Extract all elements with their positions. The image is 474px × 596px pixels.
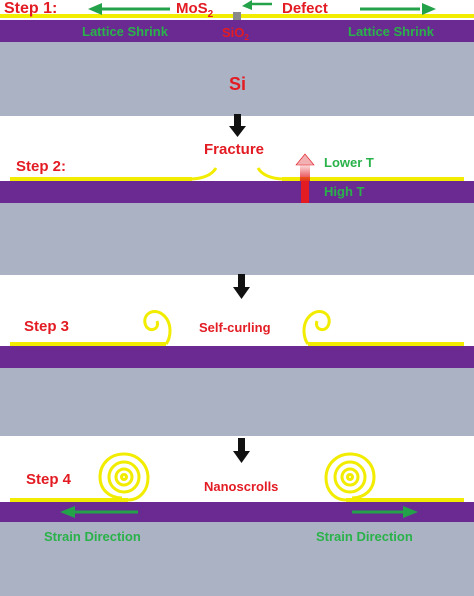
sio2-layer <box>0 181 474 203</box>
self-curling-label: Self-curling <box>199 320 271 335</box>
si-substrate <box>0 203 474 275</box>
step1-label: Step 1: <box>4 0 57 17</box>
down-arrow-1 <box>229 114 246 137</box>
fractured-edge-left <box>191 167 218 181</box>
heat-arrow-shaft <box>300 164 310 181</box>
mos2-layer-right <box>282 177 464 181</box>
nanoscroll-right <box>324 452 376 502</box>
heat-arrow-icon <box>295 153 315 166</box>
mos2-layer-left <box>10 177 192 181</box>
fractured-edge-right <box>256 167 283 181</box>
panel-step4: Step 4 Nanoscrolls Strain Direction Stra… <box>0 452 474 596</box>
panel-step3: Step 3 Self-curling <box>0 310 474 436</box>
nanoscroll-left <box>98 452 150 502</box>
high-t-label: High T <box>324 184 364 199</box>
curl-left <box>143 310 172 345</box>
fracture-label: Fracture <box>204 141 264 158</box>
sio2-layer <box>0 502 474 522</box>
lattice-shrink-right: Lattice Shrink <box>348 24 435 39</box>
nanoscrolls-label: Nanoscrolls <box>204 479 278 494</box>
strain-direction-right: Strain Direction <box>316 529 413 544</box>
defect-arrow-icon <box>242 0 252 10</box>
strain-direction-left: Strain Direction <box>44 529 141 544</box>
sio2-layer <box>0 20 474 42</box>
down-arrow-2 <box>233 274 250 299</box>
arrow-right-icon <box>422 3 436 15</box>
lattice-shrink-left: Lattice Shrink <box>82 24 169 39</box>
mos2-layer-left <box>0 14 234 18</box>
curl-right <box>302 310 331 345</box>
defect-label: Defect <box>282 0 328 17</box>
step3-label: Step 3 <box>24 318 69 335</box>
step4-label: Step 4 <box>26 471 72 488</box>
strain-arrow-left-icon <box>60 506 75 518</box>
mos2-layer-left <box>10 342 166 346</box>
lower-t-label: Lower T <box>324 155 374 170</box>
step2-label: Step 2: <box>16 158 66 175</box>
si-label: Si <box>229 74 246 94</box>
strain-arrow-right-icon <box>403 506 418 518</box>
panel-step1: Step 1: MoS2 Defect Lattice Shrink SiO2 … <box>0 0 474 116</box>
si-substrate <box>0 42 474 116</box>
si-substrate <box>0 368 474 436</box>
mos2-layer-left <box>10 498 128 502</box>
mos2-layer-right <box>308 342 464 346</box>
panel-step2: Fracture Step 2: Lower T High T <box>0 141 474 275</box>
arrow-left-icon <box>88 3 102 15</box>
heat-block <box>301 181 309 203</box>
mos2-layer-right <box>346 498 464 502</box>
sio2-label: SiO2 <box>222 25 249 42</box>
mos2-layer-right <box>240 14 474 18</box>
down-arrow-3 <box>233 438 250 463</box>
sio2-layer <box>0 346 474 368</box>
defect-marker <box>233 12 241 20</box>
mos2-label: MoS2 <box>176 0 214 20</box>
si-substrate <box>0 522 474 596</box>
